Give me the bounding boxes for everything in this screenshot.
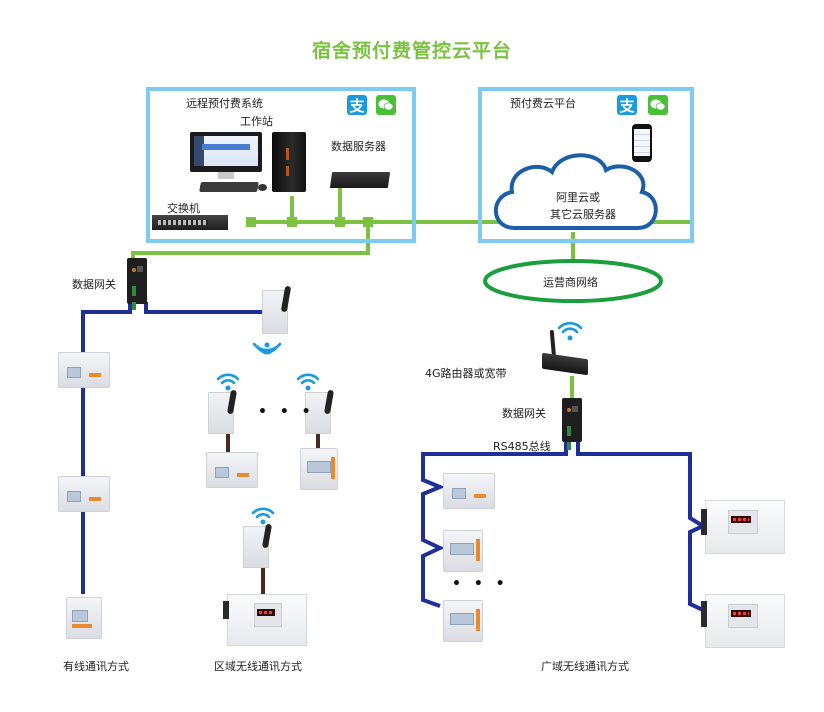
- wifi-icon: [252, 342, 282, 355]
- ethernet-gateway-link: [131, 222, 370, 262]
- right-data-gateway: [562, 398, 582, 450]
- rs485-wired-lines: [81, 302, 262, 594]
- mode-label-wired: 有线通讯方式: [63, 660, 129, 673]
- cloud-shape: [493, 153, 658, 230]
- rs485-bus-right-branch: [576, 440, 708, 612]
- smartphone: [632, 124, 652, 162]
- cloud-label-line1: 阿里云或: [556, 191, 600, 204]
- junction-workstation: [287, 217, 297, 227]
- wifi-icons: [216, 321, 583, 519]
- bus-meter-2: [443, 530, 483, 572]
- monitor-stand: [218, 172, 234, 179]
- junction-gateway: [363, 217, 373, 227]
- right-gateway-label: 数据网关: [502, 407, 546, 420]
- operator-network-ellipse: [483, 259, 663, 303]
- wired-meter-2: [58, 476, 110, 512]
- alipay-icon: 支: [347, 95, 367, 115]
- wifi-icon: [216, 373, 240, 385]
- ellipsis: • • •: [258, 404, 315, 420]
- workstation-monitor: [190, 132, 262, 172]
- wireless-meter-panel: [223, 594, 307, 646]
- wired-bus-to-wireless-module: [144, 302, 262, 314]
- alipay-icon: 支: [617, 95, 637, 115]
- bus-meter-1: [443, 473, 495, 509]
- wechat-icon: [648, 95, 668, 115]
- workstation-label: 工作站: [240, 115, 273, 128]
- junction-server: [335, 217, 345, 227]
- wireless-meter-1: [206, 452, 258, 488]
- switch-label: 交换机: [167, 202, 200, 215]
- rs485-bus-left-branch: [421, 440, 568, 608]
- mode-label-regional-wireless: 区域无线通讯方式: [214, 660, 302, 673]
- junction-switch: [246, 217, 256, 227]
- wireless-meter-2: [300, 448, 338, 490]
- workstation-tower: [272, 132, 306, 192]
- operator-network-label: 运营商网络: [543, 276, 598, 289]
- mode-label-wide-area-wireless: 广域无线通讯方式: [541, 660, 629, 673]
- cloud-platform-box: [478, 87, 694, 243]
- rs485-bus-label: RS485总线: [493, 440, 551, 453]
- rs485-bus-lines: [421, 440, 708, 612]
- cloud-platform-title: 预付费云平台: [510, 97, 576, 110]
- ellipsis: • • •: [452, 576, 509, 592]
- bus-meter-3: [443, 600, 483, 642]
- left-gateway-label: 数据网关: [72, 278, 116, 291]
- mouse: [258, 184, 267, 191]
- ethernet-junctions: [246, 217, 373, 227]
- cloud-label-line2: 其它云服务器: [550, 208, 616, 221]
- wifi-icon: [251, 507, 275, 519]
- wired-bus-vertical: [81, 302, 132, 594]
- data-server: [329, 172, 391, 188]
- data-server-label: 数据服务器: [331, 140, 386, 153]
- remote-prepaid-system-box: [146, 87, 416, 243]
- module-meter-links: [226, 432, 320, 594]
- keyboard: [199, 182, 259, 192]
- network-switch: [152, 215, 228, 230]
- left-data-gateway: [127, 258, 147, 310]
- bus-meter-panel-2: [701, 594, 785, 648]
- wired-meter-3: [66, 597, 102, 639]
- wifi-icon: [296, 373, 320, 385]
- diagram-title: 宿舍预付费管控云平台: [311, 40, 512, 62]
- wired-meter-1: [58, 352, 110, 388]
- wechat-icon: [376, 95, 396, 115]
- router-label: 4G路由器或宽带: [425, 367, 507, 380]
- remote-system-title: 远程预付费系统: [186, 97, 263, 110]
- wifi-icon: [557, 321, 583, 334]
- bus-meter-panel-1: [701, 500, 785, 554]
